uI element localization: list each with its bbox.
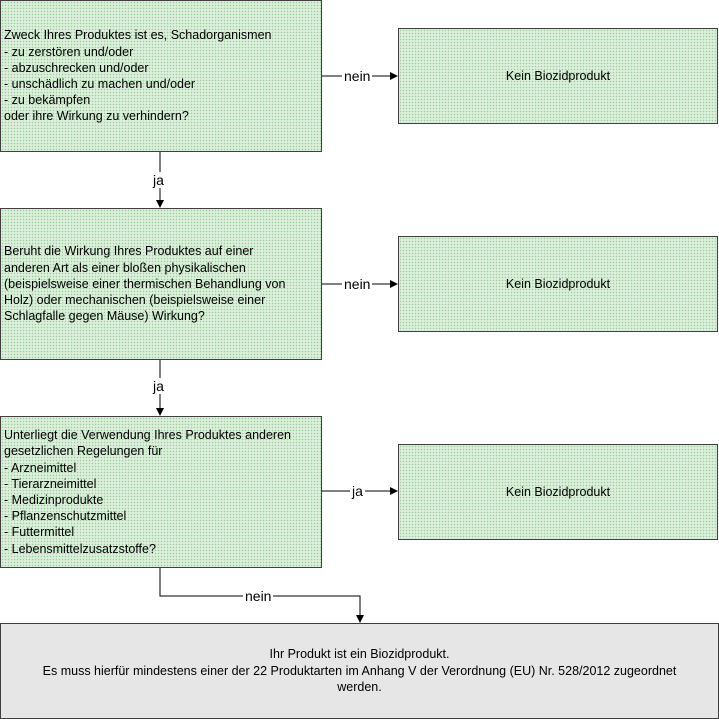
result-box-2: Kein Biozidprodukt	[398, 236, 718, 332]
q2-text-line: Beruht die Wirkung Ihres Produktes auf e…	[4, 244, 254, 259]
q3-text-line: - Arzneimittel	[4, 460, 77, 475]
final-result-line-1: Ihr Produkt ist ein Biozidprodukt.	[269, 647, 450, 662]
final-result-line-2: Es muss hierfür mindestens einer der 22 …	[42, 663, 677, 695]
label-q1-yes: ja	[151, 172, 166, 188]
q2-text-line: Holz) oder mechanischen (beispielsweise …	[4, 293, 266, 308]
q1-text-line: - zu zerstören und/oder	[4, 44, 134, 59]
label-q2-no: nein	[342, 276, 373, 292]
q3-text-line: - Medizinprodukte	[4, 493, 104, 507]
result-label-2: Kein Biozidprodukt	[505, 277, 611, 291]
question-box-3: Unterliegt die Verwendung Ihres Produkte…	[0, 416, 322, 568]
q3-text-line: Unterliegt die Verwendung Ihres Produkte…	[4, 428, 291, 443]
q2-text-line: anderen Art als einer bloßen physikalisc…	[4, 260, 246, 275]
question-box-1: Zweck Ihres Produktes ist es, Schadorgan…	[0, 0, 322, 152]
label-q3-no: nein	[243, 588, 274, 604]
q3-text-line: - Futtermittel	[4, 525, 75, 540]
q1-text-line: oder ihre Wirkung zu verhindern?	[4, 109, 189, 124]
q2-text-line: (beispielsweise einer thermischen Behand…	[4, 276, 286, 291]
q1-text-line: - abzuschrecken und/oder	[4, 60, 149, 75]
label-q3-yes: ja	[350, 483, 365, 499]
q1-text-line: - zu bekämpfen	[4, 93, 91, 108]
question-box-2: Beruht die Wirkung Ihres Produktes auf e…	[0, 208, 322, 360]
q1-text-line: - unschädlich zu machen und/oder	[4, 77, 196, 91]
label-q2-yes: ja	[151, 378, 166, 394]
result-box-3: Kein Biozidprodukt	[398, 444, 718, 540]
q1-text-line: Zweck Ihres Produktes ist es, Schadorgan…	[4, 28, 272, 43]
q3-text-line: - Pflanzenschutzmittel	[4, 509, 127, 524]
q3-text-line: gesetzlichen Regelungen für	[4, 444, 163, 459]
q3-text-line: - Lebensmittelzusatzstoffe?	[4, 541, 156, 556]
final-result-box: Ihr Produkt ist ein Biozidprodukt. Es mu…	[0, 623, 719, 719]
result-label-1: Kein Biozidprodukt	[505, 69, 611, 83]
q2-text-line: Schlagfalle gegen Mäuse) Wirkung?	[4, 309, 205, 324]
result-label-3: Kein Biozidprodukt	[505, 485, 611, 499]
label-q1-no: nein	[342, 68, 373, 84]
q3-text-line: - Tierarzneimittel	[4, 476, 97, 491]
result-box-1: Kein Biozidprodukt	[398, 28, 718, 124]
